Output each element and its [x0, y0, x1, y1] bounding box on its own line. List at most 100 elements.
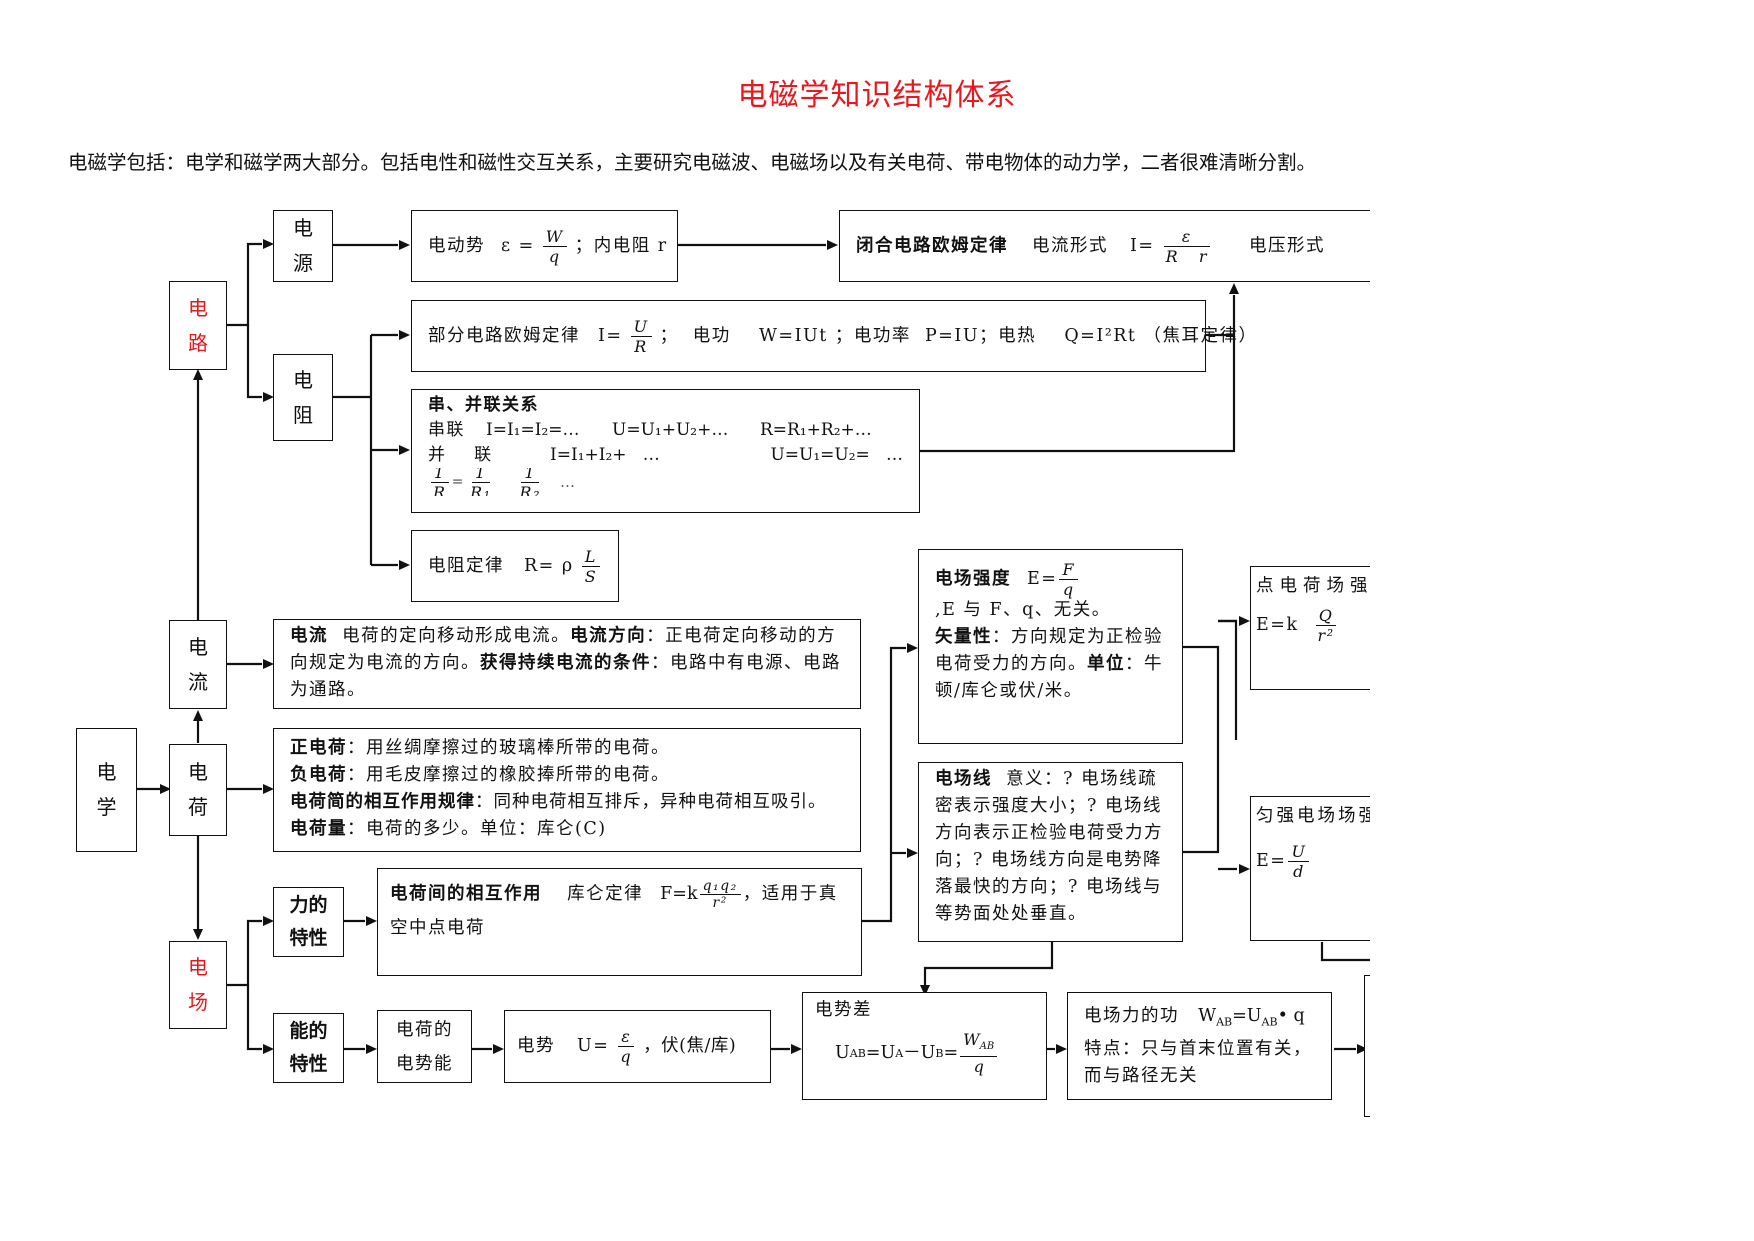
node-text: 电	[188, 955, 208, 979]
frac-den: q	[1062, 580, 1075, 599]
node-text: 力的	[289, 893, 328, 916]
series-row: 串联 I=I₁=I₂=… U=U₁+U₂+… R=R₁+R₂+…	[428, 418, 903, 443]
resistance-law-label: 电阻定律	[428, 555, 504, 576]
field-strength-vector: 矢量性：方向规定为正检验电荷受力的方向。单位：牛顿/库仑或伏/米。	[935, 624, 1166, 705]
current-definition-box: 电流 电荷的定向移动形成电流。电流方向：正电荷定向移动的方向规定为电流的方向。获…	[273, 619, 861, 709]
current-def: 电荷的定向移动形成电流。	[328, 626, 571, 646]
frac-num: Q	[1315, 606, 1337, 626]
node-text: 场	[188, 990, 208, 1014]
unit-term: 单位	[1087, 654, 1125, 674]
node-text: 电	[188, 760, 208, 784]
partial-ohm-rest: ； 电功 W=IUt ；电功率 P=IU；电热 Q=I²Rt （焦耳定律）	[659, 325, 1258, 346]
frac-den: R	[634, 336, 648, 356]
frac-num: ε	[1163, 227, 1210, 247]
intro-text: 电磁学包括：电学和磁学两大部分。包括电性和磁性交互关系，主要研究电磁波、电磁场以…	[68, 151, 1317, 174]
field-strength-eq: E=	[1027, 569, 1058, 589]
frac-num: 1	[471, 468, 490, 483]
coulomb-label: 电荷间的相互作用	[390, 884, 542, 904]
parallel-label: 并 联	[428, 445, 493, 465]
potential-difference-label: 电势差	[815, 1000, 872, 1020]
charge-quantity-term: 电荷量	[290, 819, 347, 839]
node-resistance: 电 阻	[273, 354, 333, 441]
closed-ohm-eq: I=	[1130, 235, 1155, 256]
node-text: 路	[188, 330, 208, 355]
emf-tail: ；内电阻 r	[574, 235, 668, 256]
pdiff-u: U	[835, 1042, 850, 1063]
node-text: 电	[188, 634, 208, 659]
frac-num-main: W	[963, 1030, 980, 1049]
current-direction-term: 电流方向	[570, 626, 647, 646]
node-text: 学	[96, 795, 117, 819]
parallel-current: I=I₁+I₂+ …	[550, 445, 660, 465]
node-text: 电	[293, 216, 313, 240]
frac-den: R₂	[519, 482, 541, 497]
frac-den: q	[548, 246, 561, 266]
continuous-current-term: 获得持续电流的条件	[480, 653, 651, 673]
positive-charge-line: 正电荷：用丝绸摩擦过的玻璃棒所带的电荷。	[290, 735, 844, 762]
field-work-property: 特点：只与首末位置有关，	[1084, 1038, 1312, 1059]
field-work-path: 而与路径无关	[1084, 1065, 1198, 1086]
field-work-formula: 电场力的功 WAB=UAB• q	[1084, 1003, 1315, 1036]
frac-num: F	[1059, 560, 1079, 580]
work-eq2: =U	[1232, 1006, 1262, 1026]
node-circuit: 电 路	[169, 281, 227, 370]
node-energy-property: 能的 特性	[273, 1013, 344, 1083]
pdiff-eq2: =U	[865, 1042, 896, 1063]
closed-ohm-label: 闭合电路欧姆定律	[856, 235, 1008, 256]
potential-tail: ，伏(焦/库)	[643, 1036, 737, 1056]
node-field: 电 场	[169, 941, 227, 1029]
uniform-field-eq: E=	[1256, 851, 1287, 871]
frac-num: U	[1288, 842, 1310, 862]
interaction-law-def: ：同种电荷相互排斥，异种电荷相互吸引。	[475, 792, 827, 812]
node-text: 荷	[188, 795, 208, 819]
resistance-law-eq: R= ρ	[524, 555, 574, 576]
field-lines-text: 意义：? 电场线疏密表示强度大小；? 电场线方向表示正检验电荷受力方向；? 电场…	[935, 769, 1163, 924]
pdiff-sub: A	[895, 1046, 904, 1060]
page-crop-mask	[1370, 180, 1754, 1150]
emf-eq: ε =	[501, 235, 535, 256]
series-voltage: U=U₁+U₂+…	[612, 420, 729, 440]
frac-num: ε	[618, 1027, 635, 1047]
point-charge-eq: E=k	[1256, 615, 1299, 635]
series-resistance: R=R₁+R₂+…	[760, 420, 872, 440]
work-w: W	[1198, 1006, 1217, 1026]
series-current: I=I₁=I₂=…	[486, 420, 580, 440]
charge-definition-box: 正电荷：用丝绸摩擦过的玻璃棒所带的电荷。 负电荷：用毛皮摩擦过的橡胶捧所带的电荷…	[273, 728, 861, 852]
frac-num: U	[630, 317, 652, 337]
node-text: 特性	[289, 927, 328, 949]
negative-charge-term: 负电荷	[290, 765, 347, 785]
frac-den: q	[973, 1057, 984, 1077]
node-text: 电	[188, 295, 208, 320]
potential-eq: U=	[577, 1036, 610, 1056]
vector-def: ：方向规定为正检验电荷受力的方向。	[935, 627, 1163, 674]
field-work-label: 电场力的功	[1084, 1006, 1179, 1026]
closed-ohm-current-form: 电流形式	[1032, 235, 1108, 256]
frac-num: L	[581, 547, 600, 567]
partial-ohm-eq: I=	[598, 325, 623, 346]
node-current: 电 流	[169, 620, 227, 709]
node-text: 能的	[289, 1019, 328, 1042]
frac-num: 1	[430, 468, 449, 483]
coulomb-tail: ，适用于真空中点电荷	[390, 884, 838, 938]
series-parallel-title: 串、并联关系	[428, 395, 539, 415]
frac-den: S	[584, 566, 598, 586]
coulomb-eq: F=k	[660, 884, 698, 904]
work-eq3: • q	[1277, 1006, 1305, 1026]
positive-charge-def: ：用丝绸摩擦过的玻璃棒所带的电荷。	[347, 738, 670, 758]
partial-ohm-label: 部分电路欧姆定律	[428, 325, 580, 346]
